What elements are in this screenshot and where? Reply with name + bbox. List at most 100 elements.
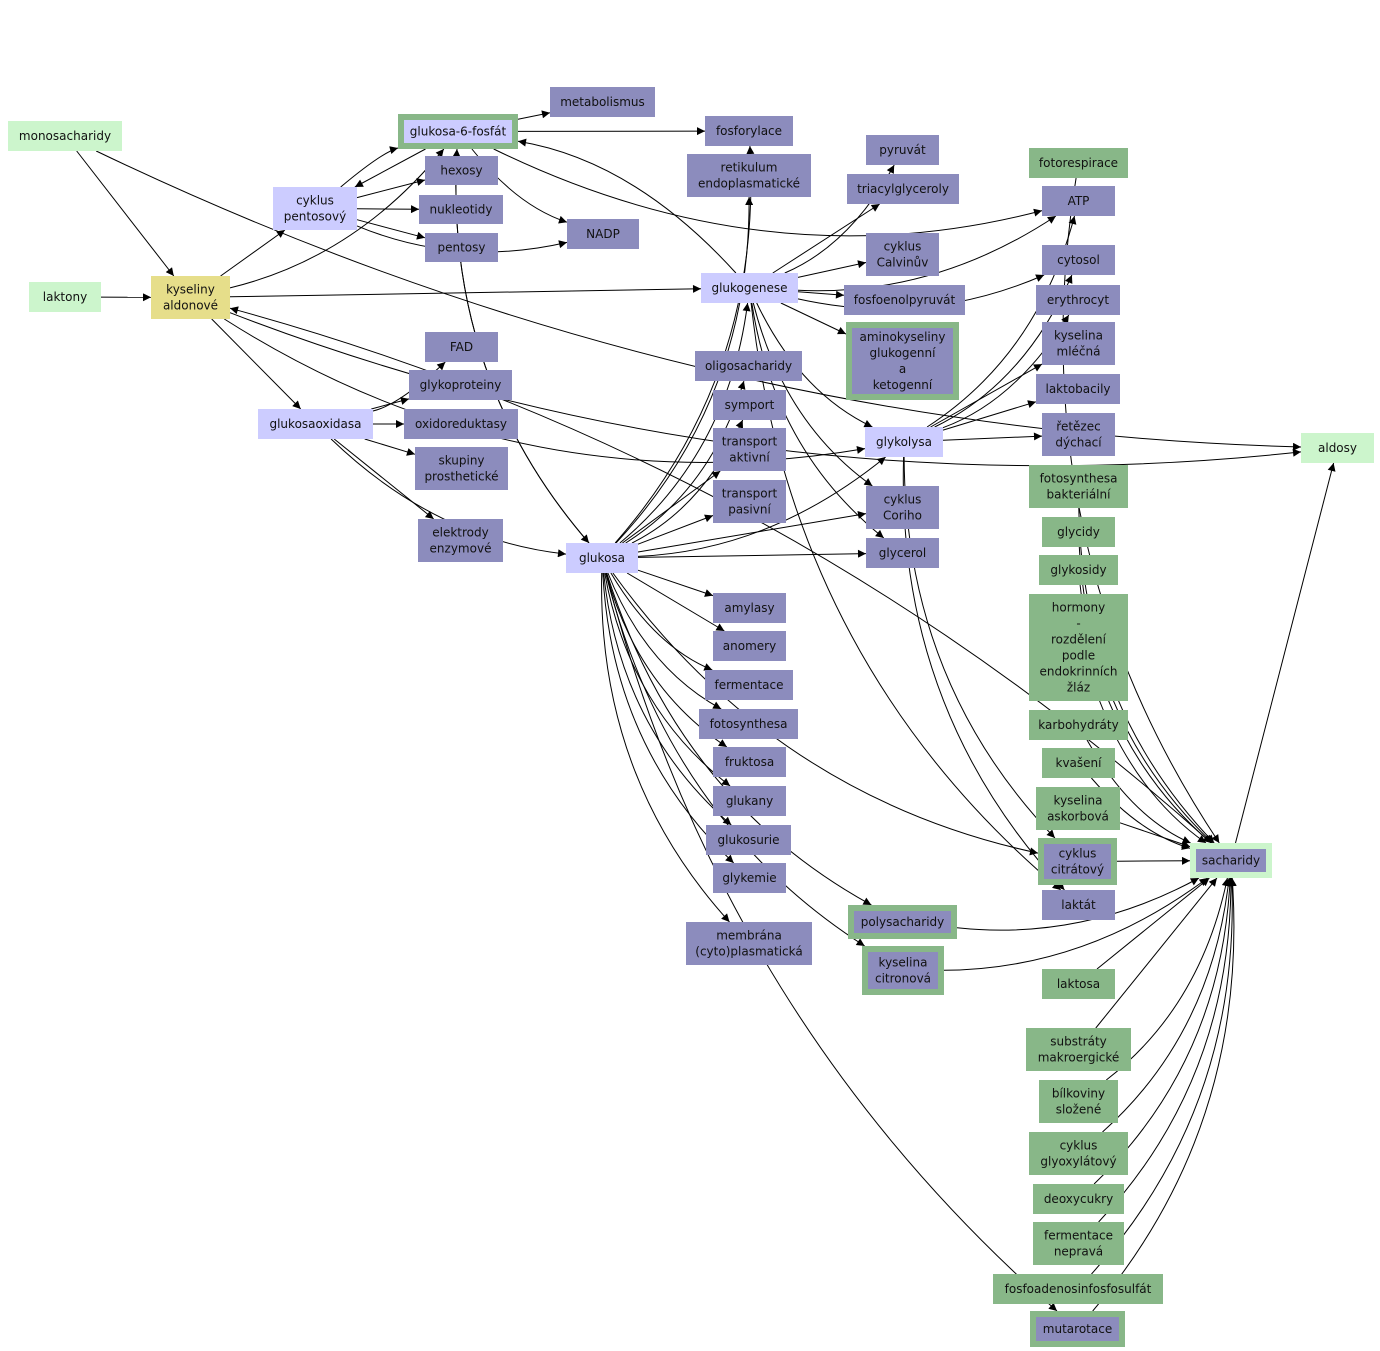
node-box bbox=[713, 786, 786, 816]
edge-glukosa-to-retikulum bbox=[615, 196, 754, 544]
node-box bbox=[425, 332, 498, 362]
edge-glukosa-to-glukosurie bbox=[603, 572, 732, 826]
node-label: prosthetické bbox=[424, 470, 498, 484]
node-label: karbohydráty bbox=[1038, 718, 1118, 732]
edge-substraty-to-sacharidy bbox=[1095, 877, 1218, 1029]
node-label: aldosy bbox=[1318, 441, 1357, 455]
node-triacylglyceroly: triacylglyceroly bbox=[847, 174, 959, 204]
node-glycerol: glycerol bbox=[866, 538, 939, 568]
node-label: laktony bbox=[43, 290, 87, 304]
edge-cyklus_pentosovy-to-hexosy bbox=[356, 178, 426, 199]
edge-glukosaoxidasa-to-glykoproteiny bbox=[371, 397, 410, 410]
node-glukosa6: glukosa-6-fosfát bbox=[398, 114, 518, 149]
edge-glukosa6-to-metabolismus bbox=[517, 110, 551, 120]
node-label: NADP bbox=[586, 227, 620, 241]
node-label: sacharidy bbox=[1202, 854, 1260, 868]
node-label: - bbox=[1076, 617, 1080, 631]
node-oxidoreduktasy: oxidoreduktasy bbox=[404, 409, 518, 439]
node-box bbox=[1042, 969, 1115, 999]
node-label: cyklus bbox=[296, 194, 334, 208]
node-box bbox=[866, 135, 939, 165]
node-glukosurie: glukosurie bbox=[706, 825, 791, 855]
node-box bbox=[1042, 245, 1115, 275]
node-label: pentosový bbox=[284, 210, 346, 224]
edge-glukosa-to-fermentace bbox=[610, 572, 713, 671]
node-label: rozdělení bbox=[1051, 633, 1107, 647]
node-box bbox=[409, 370, 512, 400]
edge-glukosa-to-transport_aktivni bbox=[622, 470, 721, 544]
node-glukosaoxidasa: glukosaoxidasa bbox=[258, 409, 373, 439]
node-label: endokrinních bbox=[1040, 665, 1118, 679]
node-box bbox=[713, 428, 786, 471]
node-label: glykoproteiny bbox=[420, 378, 502, 392]
node-label: glycidy bbox=[1057, 525, 1100, 539]
node-label: ATP bbox=[1068, 194, 1090, 208]
node-box bbox=[713, 480, 786, 523]
node-fotorespirace: fotorespirace bbox=[1029, 148, 1128, 178]
node-box bbox=[1029, 148, 1128, 178]
node-box bbox=[1042, 186, 1115, 216]
node-laktosa: laktosa bbox=[1042, 969, 1115, 999]
node-box bbox=[705, 670, 793, 700]
node-metabolismus: metabolismus bbox=[550, 87, 655, 117]
node-label: erythrocyt bbox=[1047, 293, 1109, 307]
node-fotosynthesa: fotosynthesa bbox=[699, 709, 798, 739]
node-label: fermentace bbox=[1044, 1229, 1113, 1243]
edge-cyklus_glyoxylatovy-to-sacharidy bbox=[1102, 877, 1233, 1133]
node-label: citronová bbox=[875, 972, 931, 986]
edge-glukosa-to-glykemie bbox=[602, 572, 735, 864]
node-box bbox=[1029, 710, 1128, 740]
node-label: citrátový bbox=[1051, 863, 1104, 877]
edge-glykolysa-to-retezec bbox=[942, 432, 1043, 441]
node-box bbox=[1301, 433, 1374, 463]
node-fruktosa: fruktosa bbox=[713, 747, 786, 777]
node-box bbox=[1036, 285, 1120, 315]
node-box bbox=[1033, 1222, 1124, 1265]
edge-kyselina_citronova-to-sacharidy bbox=[943, 877, 1208, 971]
edge-laktosa-to-sacharidy bbox=[1096, 877, 1210, 970]
edge-fotorespirace-to-sacharidy bbox=[1062, 177, 1220, 844]
node-label: glykemie bbox=[722, 871, 776, 885]
node-label: (cyto)plasmatická bbox=[695, 945, 802, 959]
node-label: elektrody bbox=[432, 526, 488, 540]
node-label: aktivní bbox=[729, 451, 770, 465]
node-label: oligosacharidy bbox=[705, 359, 792, 373]
node-box bbox=[1029, 465, 1128, 508]
node-kvaseni: kvašení bbox=[1042, 748, 1115, 778]
node-label: cyklus bbox=[884, 240, 922, 254]
edge-fermentace_neprava-to-sacharidy bbox=[1098, 877, 1236, 1223]
edge-monosacharidy-to-kyseliny_aldonove bbox=[76, 150, 175, 277]
node-label: makroergické bbox=[1038, 1051, 1120, 1065]
node-erythrocyt: erythrocyt bbox=[1036, 285, 1120, 315]
node-glukosa: glukosa bbox=[566, 543, 638, 573]
node-label: kyselina bbox=[1054, 794, 1103, 808]
node-box bbox=[258, 409, 373, 439]
node-laktony: laktony bbox=[29, 282, 101, 312]
edge-kyseliny_aldonove-to-glukosa6 bbox=[229, 148, 445, 289]
node-label: glyoxylátový bbox=[1040, 1155, 1116, 1169]
node-label: amylasy bbox=[724, 601, 774, 615]
node-box bbox=[706, 825, 791, 855]
node-label: kvašení bbox=[1056, 756, 1103, 770]
node-label: metabolismus bbox=[560, 95, 645, 109]
node-sacharidy: sacharidy bbox=[1190, 843, 1272, 878]
edge-glukosa-to-anomery bbox=[626, 572, 725, 632]
edge-sacharidy-to-aldosy bbox=[1235, 462, 1336, 844]
node-label: cytosol bbox=[1057, 253, 1100, 267]
node-label: Coriho bbox=[883, 509, 922, 523]
node-box bbox=[425, 233, 498, 262]
node-fosfoenolpyruvat: fosfoenolpyruvát bbox=[844, 285, 965, 315]
node-box bbox=[1042, 890, 1115, 920]
node-box bbox=[1042, 413, 1115, 456]
node-layer: monosacharidylaktonykyselinyaldonovéaldo… bbox=[8, 87, 1374, 1347]
node-monosacharidy: monosacharidy bbox=[8, 121, 122, 151]
node-label: cyklus bbox=[884, 493, 922, 507]
node-box bbox=[686, 922, 812, 965]
node-hexosy: hexosy bbox=[425, 156, 498, 185]
